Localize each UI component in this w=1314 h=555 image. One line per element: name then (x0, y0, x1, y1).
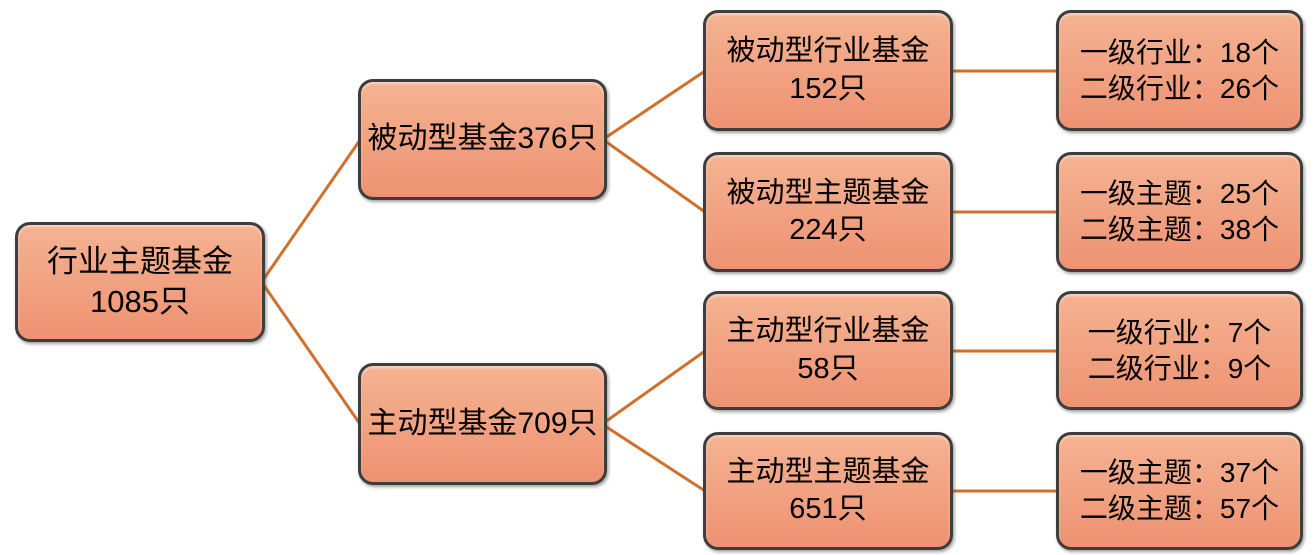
node-active-theme-title: 主动型主题基金 (726, 455, 930, 488)
leaf-passive-industry-counts: 一级行业：18个 二级行业：26个 (1056, 10, 1303, 131)
node-root: 行业主题基金 1085只 (15, 222, 265, 342)
node-passive-theme-count: 224只 (789, 214, 867, 246)
leaf-line-secondary-industry: 二级行业：26个 (1079, 72, 1280, 104)
node-passive-theme-funds: 被动型主题基金 224只 (703, 152, 953, 272)
node-active-theme-count: 651只 (789, 493, 867, 525)
node-passive-industry-funds: 被动型行业基金 152只 (703, 10, 953, 131)
leaf-line-primary-theme: 一级主题：37个 (1079, 457, 1280, 489)
node-passive-industry-count: 152只 (789, 72, 867, 105)
leaf-active-theme-counts: 一级主题：37个 二级主题：57个 (1056, 432, 1303, 550)
node-active-funds: 主动型基金709只 (358, 363, 607, 485)
leaf-active-industry-counts: 一级行业：7个 二级行业：9个 (1056, 291, 1303, 410)
node-active-industry-funds: 主动型行业基金 58只 (703, 291, 953, 410)
leaf-line-primary-theme: 一级主题：25个 (1079, 178, 1280, 210)
connector-active-industry (603, 349, 707, 424)
node-active-industry-title: 主动型行业基金 (726, 315, 930, 348)
node-passive-funds: 被动型基金376只 (358, 79, 607, 200)
connector-root-passive (261, 138, 362, 282)
node-passive-industry-title: 被动型行业基金 (726, 35, 930, 68)
node-active-funds-label: 主动型基金709只 (367, 406, 598, 440)
node-active-theme-funds: 主动型主题基金 651只 (703, 432, 953, 550)
leaf-line-secondary-theme: 二级主题：38个 (1079, 214, 1280, 245)
node-root-title: 行业主题基金 (47, 244, 233, 280)
leaf-line-secondary-theme: 二级主题：57个 (1079, 493, 1280, 524)
connector-passive-industry (603, 69, 707, 140)
connector-active-theme (603, 424, 707, 493)
node-active-industry-count: 58只 (797, 352, 859, 385)
connector-root-active (261, 282, 362, 426)
leaf-passive-theme-counts: 一级主题：25个 二级主题：38个 (1056, 152, 1303, 272)
leaf-line-primary-industry: 一级行业：7个 (1087, 316, 1272, 348)
node-root-count: 1085只 (90, 284, 190, 319)
leaf-line-secondary-industry: 二级行业：9个 (1087, 352, 1272, 384)
node-passive-funds-label: 被动型基金376只 (367, 122, 598, 156)
connector-passive-theme (603, 139, 707, 214)
leaf-line-primary-industry: 一级行业：18个 (1079, 36, 1280, 68)
node-passive-theme-title: 被动型主题基金 (726, 176, 930, 209)
